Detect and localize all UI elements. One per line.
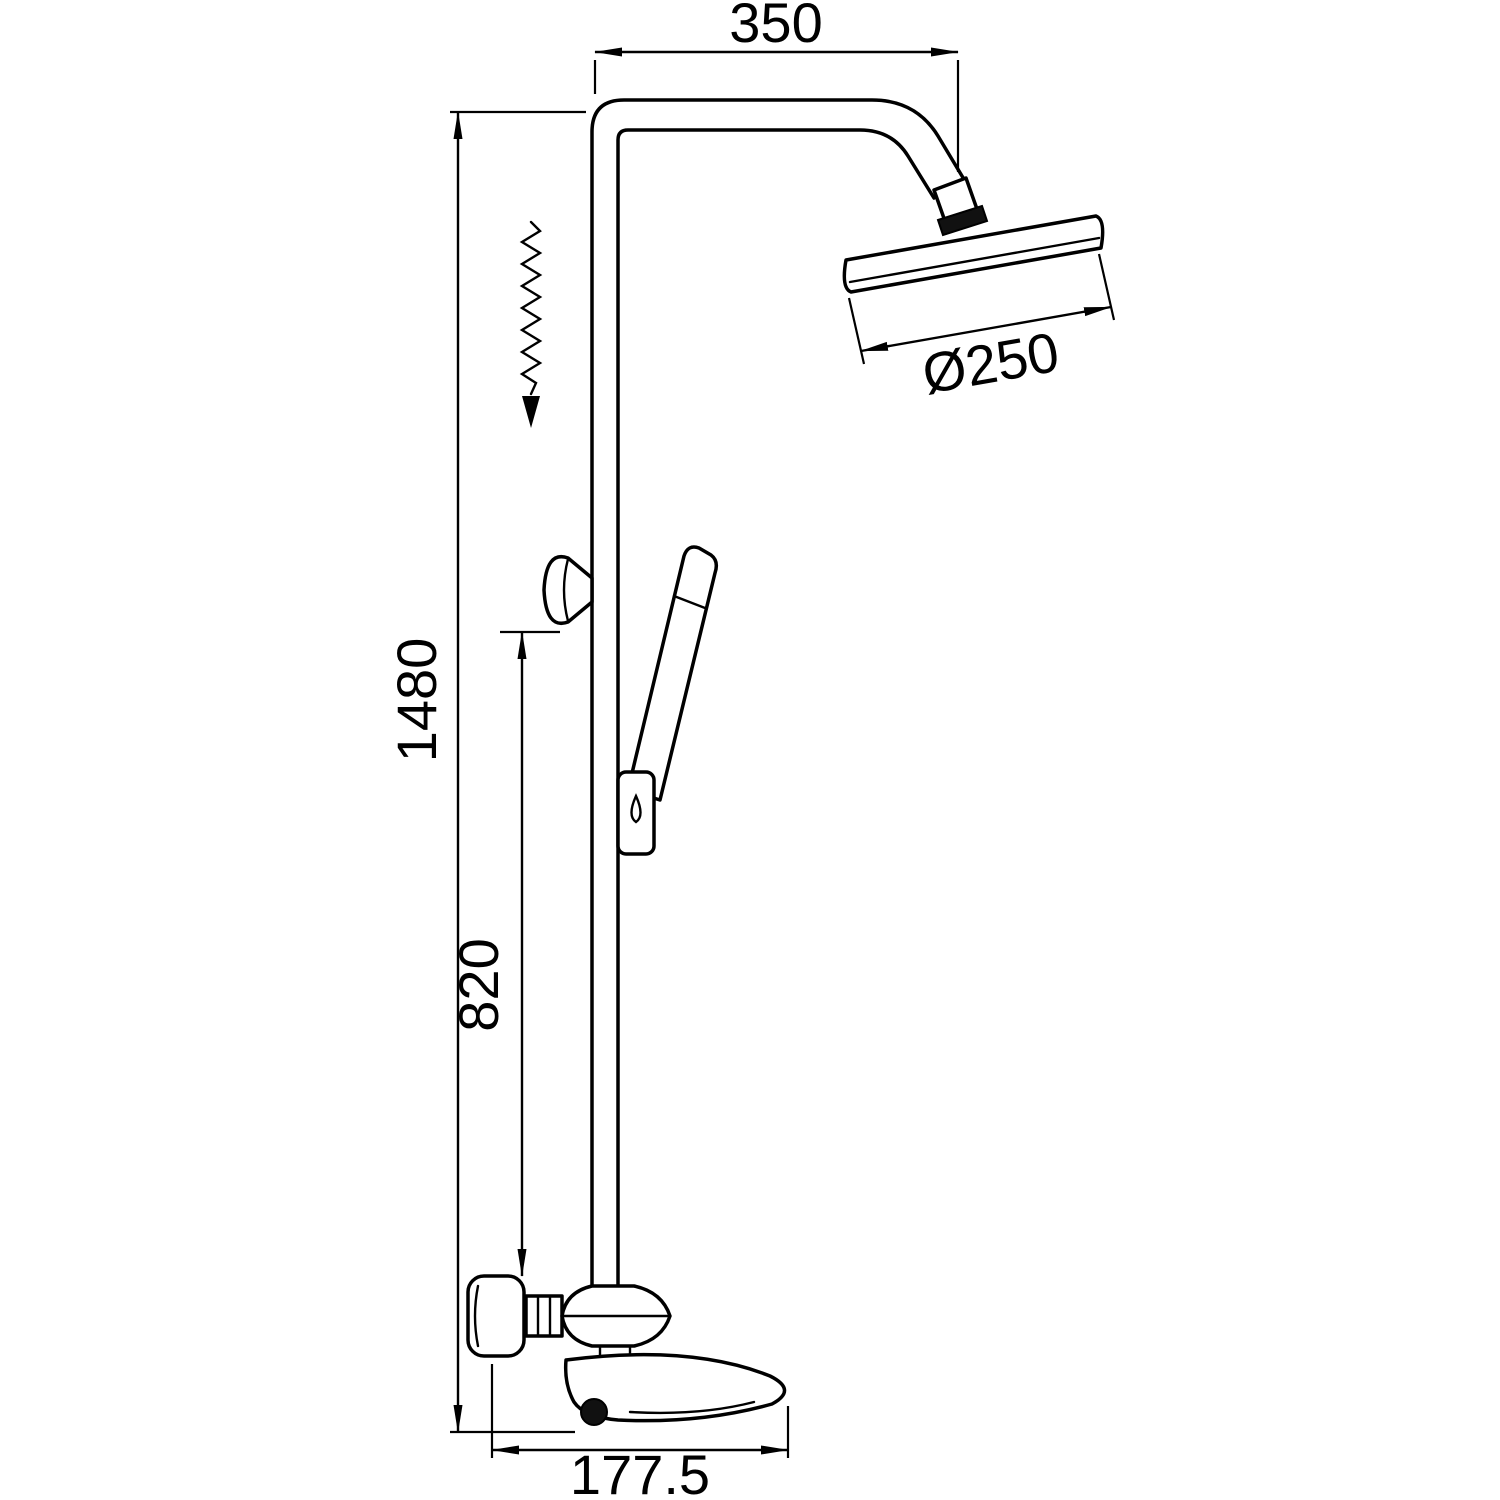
mixer-assembly — [466, 1274, 787, 1426]
height-adjust-symbol — [519, 220, 543, 428]
hand-shower — [616, 545, 719, 856]
aerator — [580, 1398, 608, 1426]
connector-nut — [524, 1294, 564, 1338]
dim-total-height-label: 1480 — [385, 638, 448, 763]
slide-bracket — [542, 555, 594, 625]
flange-inner-line — [473, 1284, 480, 1348]
dim-bracket-height: 820 — [447, 630, 560, 1277]
dim-head-diameter-label: Ø250 — [918, 320, 1064, 406]
dim-total-height: 1480 — [385, 110, 586, 1434]
dim-spout-length-label: 177.5 — [570, 1443, 710, 1500]
bracket-cone — [542, 555, 594, 625]
zigzag-line — [519, 220, 543, 396]
shower-head-stem — [932, 176, 989, 237]
head-disc — [842, 214, 1105, 294]
dim-spout-length: 177.5 — [490, 1364, 790, 1500]
dim-dia-ext-right — [1097, 253, 1116, 321]
riser-pipe — [590, 98, 970, 1290]
dim-dia-ext-left — [847, 297, 866, 365]
pipe-outer-line — [590, 98, 970, 1290]
tub-spout — [563, 1352, 787, 1423]
hand-shower-head-line — [672, 594, 707, 610]
down-arrow-icon — [522, 396, 540, 428]
wall-flange — [466, 1274, 526, 1358]
bracket-face-line — [562, 557, 570, 623]
spout-rim-line — [628, 1400, 756, 1415]
dim-bracket-height-label: 820 — [447, 938, 510, 1031]
dim-top-width: 350 — [593, 0, 960, 172]
holder-keyhole-icon — [630, 793, 642, 824]
hand-shower-handle — [626, 545, 719, 802]
head-rim-line — [848, 236, 1101, 284]
dim-dia-line — [860, 305, 1112, 353]
dim-top-width-label: 350 — [729, 0, 822, 54]
stem-nut — [936, 204, 989, 237]
overhead-shower-head — [842, 214, 1105, 294]
hand-shower-holder — [616, 770, 656, 856]
pipe-inner-line — [616, 128, 936, 1290]
